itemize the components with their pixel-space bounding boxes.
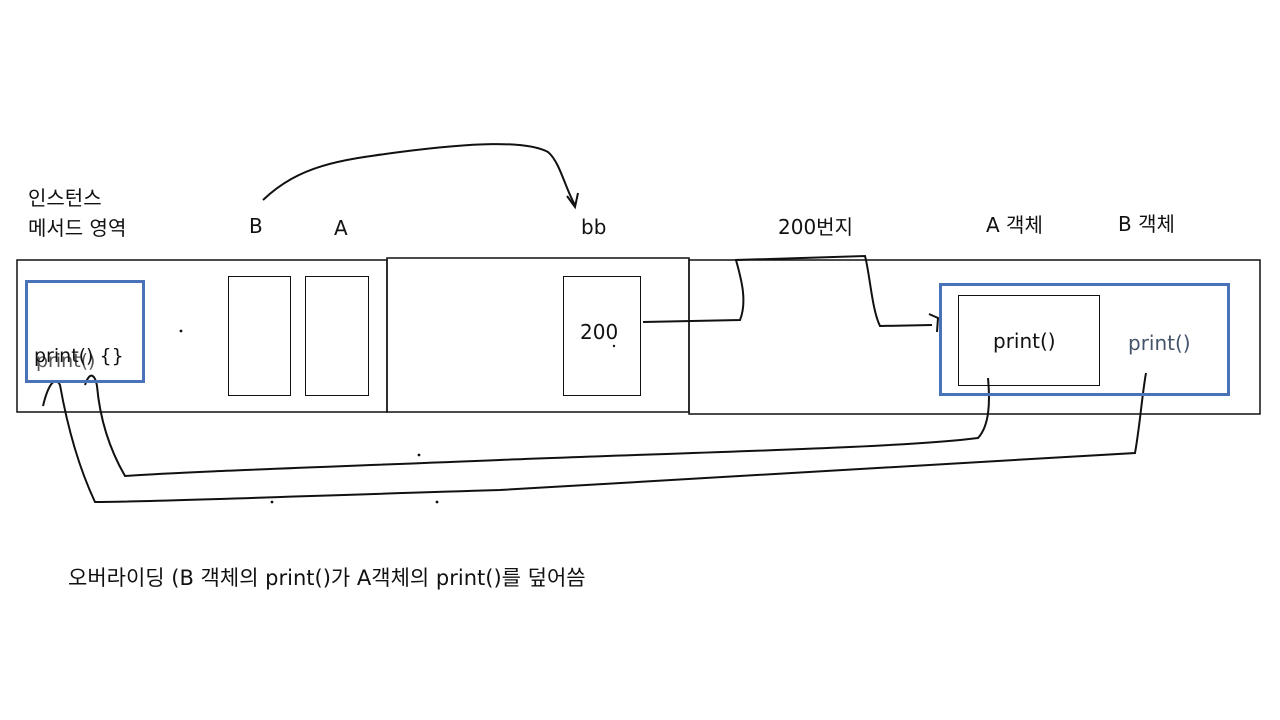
bb-to-heap-arrow	[642, 254, 933, 328]
dot	[417, 453, 421, 457]
a-object-label: A 객체	[986, 213, 1043, 237]
bb-reference-box	[563, 276, 641, 396]
method-area-box	[25, 280, 145, 383]
heap-region	[688, 259, 1261, 415]
stack-region	[386, 257, 690, 413]
bb-to-heap-arrowhead	[928, 313, 940, 333]
a-print-method: print()	[993, 329, 1056, 353]
print-definition-text: print() {}	[34, 345, 124, 367]
b-object-box	[939, 283, 1230, 396]
class-b-box	[228, 276, 291, 396]
b-print-method: print()	[1128, 331, 1191, 355]
bb-value: 200	[580, 320, 619, 344]
class-a-box	[305, 276, 369, 396]
b-to-bb-arrow	[262, 143, 576, 206]
dot	[179, 329, 183, 333]
print-overlap-text: print()	[36, 350, 96, 372]
a-print-link-line	[84, 374, 990, 478]
dot	[612, 344, 616, 348]
overriding-caption: 오버라이딩 (B 객체의 print()가 A객체의 print()를 덮어씀	[68, 566, 586, 590]
dot	[270, 500, 274, 504]
b-print-link-line	[42, 372, 1147, 504]
address-label: 200번지	[778, 215, 853, 239]
class-a-label: A	[334, 216, 348, 240]
b-to-bb-arrowhead	[566, 192, 579, 210]
b-object-label: B 객체	[1118, 212, 1175, 236]
bb-variable-label: bb	[581, 215, 607, 239]
dot	[435, 500, 439, 504]
a-object-box	[958, 295, 1100, 386]
method-area-title-line2: 메서드 영역	[28, 216, 127, 240]
method-area-title-line1: 인스턴스	[28, 186, 102, 210]
class-b-label: B	[249, 214, 263, 238]
